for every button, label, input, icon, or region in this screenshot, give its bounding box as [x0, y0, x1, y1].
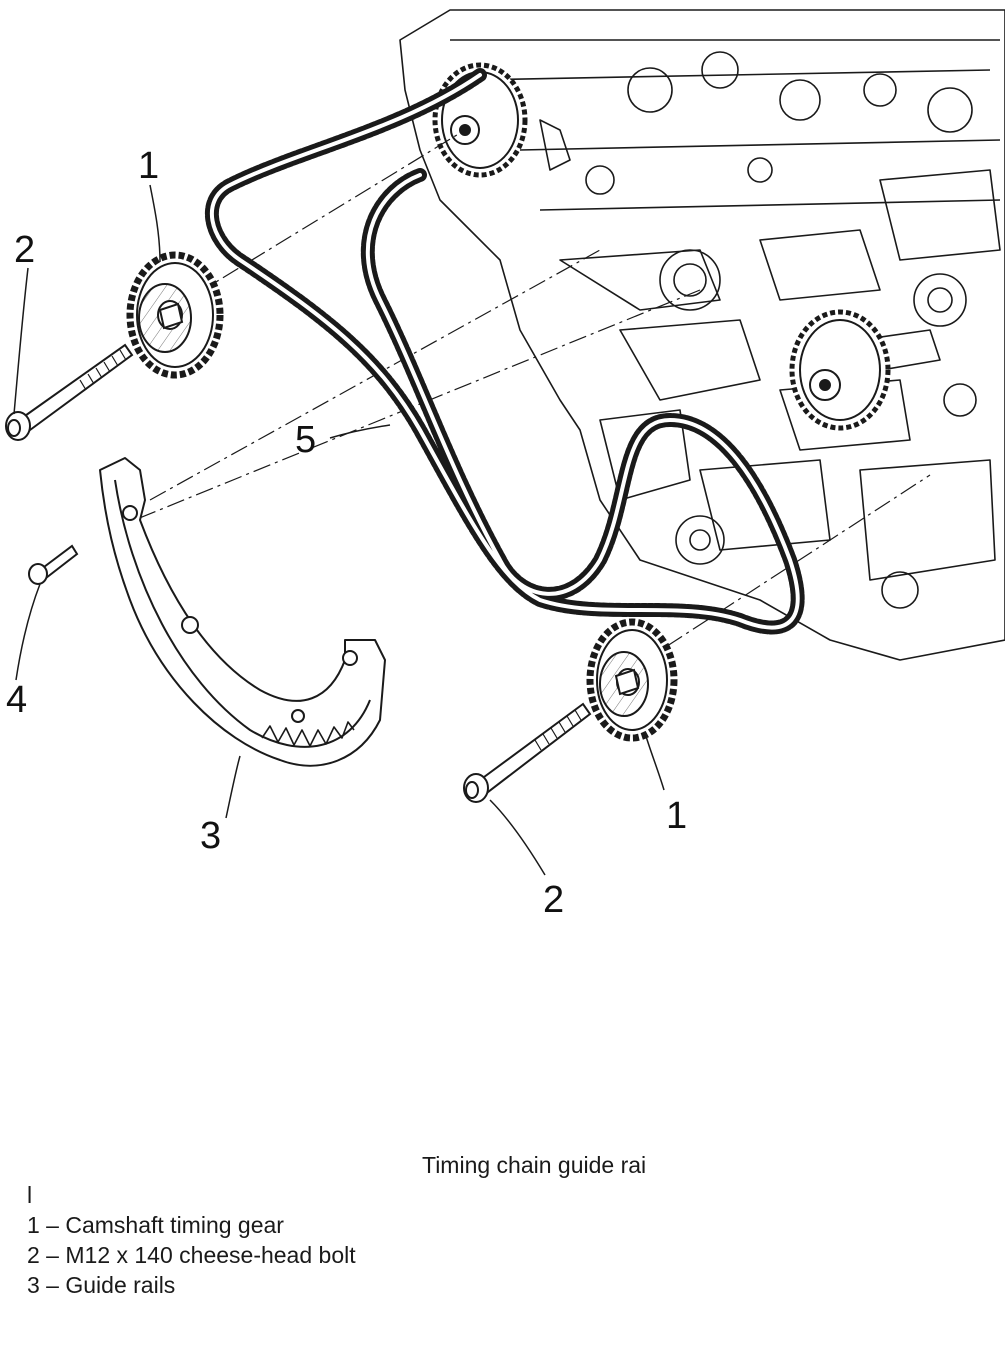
- callout-bolt-small: 4: [6, 679, 27, 721]
- timing-chain-exploded-diagram: 1 2 5 4 3 1 2: [5, 9, 1005, 921]
- callout-leader-lines: [13, 184, 665, 876]
- timing-chain: [205, 68, 805, 635]
- cheese-head-bolt-left: [5, 343, 134, 441]
- legend-item-cheese-head-bolt: 2 – M12 x 140 cheese-head bolt: [27, 1242, 356, 1268]
- callout-camshaft-gear-bottom: 1: [666, 795, 687, 837]
- legend-item-guide-rails: 3 – Guide rails: [27, 1272, 176, 1298]
- callout-camshaft-gear-top: 1: [138, 145, 159, 187]
- parts-legend: 1 – Camshaft timing gear 2 – M12 x 140 c…: [27, 1210, 356, 1300]
- camshaft-timing-gear-lower: [586, 618, 678, 742]
- cheese-head-bolt-bottom: [463, 702, 592, 803]
- engine-sprocket-lower: [789, 309, 891, 431]
- legend-item-camshaft-timing-gear: 1 – Camshaft timing gear: [27, 1212, 284, 1238]
- callout-chain: 5: [295, 419, 316, 461]
- camshaft-timing-gear-upper: [126, 251, 224, 379]
- guide-rail-bolt: [28, 544, 79, 585]
- figure-caption-title: Timing chain guide rai: [422, 1152, 647, 1178]
- figure-caption-title-continuation: l: [27, 1182, 33, 1208]
- callout-bolt-left: 2: [14, 229, 35, 271]
- callout-labels: 1 2 5 4 3 1 2: [6, 145, 687, 921]
- guide-rail: [99, 457, 386, 767]
- callout-bolt-bottom: 2: [543, 879, 564, 921]
- callout-guide-rail: 3: [200, 815, 221, 857]
